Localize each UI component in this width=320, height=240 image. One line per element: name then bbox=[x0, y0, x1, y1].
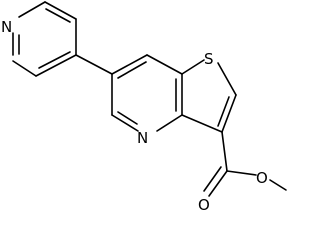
bond bbox=[181, 114, 223, 133]
atom-label-pyridine-n: N bbox=[1, 18, 12, 36]
bond bbox=[18, 1, 46, 18]
bond bbox=[44, 1, 77, 20]
bond bbox=[156, 114, 183, 132]
molecule-structure: N S N O O bbox=[1, 1, 287, 214]
bond bbox=[111, 114, 139, 132]
fused-pyridine-ring bbox=[111, 54, 183, 132]
atom-label-ester-o: O bbox=[256, 169, 268, 187]
bond bbox=[111, 54, 148, 75]
bond bbox=[221, 131, 228, 172]
pyridine-ring bbox=[12, 1, 77, 77]
biaryl-bond bbox=[75, 54, 113, 75]
double-bond-inner bbox=[217, 96, 230, 127]
bond bbox=[217, 62, 237, 96]
bond bbox=[35, 54, 77, 77]
bond bbox=[226, 170, 257, 176]
bond bbox=[208, 170, 228, 197]
bond bbox=[12, 60, 37, 77]
bond bbox=[269, 179, 287, 191]
double-bond-inner bbox=[117, 61, 147, 79]
methyl-ester bbox=[203, 131, 287, 197]
double-bond-inner bbox=[117, 111, 138, 125]
bond bbox=[181, 59, 205, 75]
atom-label-carbonyl-o: O bbox=[198, 196, 210, 214]
bond bbox=[221, 94, 237, 133]
double-bond-inner bbox=[45, 8, 71, 23]
bond bbox=[146, 54, 183, 75]
atom-label-ring-n: N bbox=[137, 129, 148, 147]
atom-label-thiophene-s: S bbox=[204, 50, 214, 68]
double-bond-inner bbox=[38, 51, 71, 69]
double-bond-inner bbox=[203, 166, 222, 192]
thiophene-ring bbox=[181, 59, 237, 133]
